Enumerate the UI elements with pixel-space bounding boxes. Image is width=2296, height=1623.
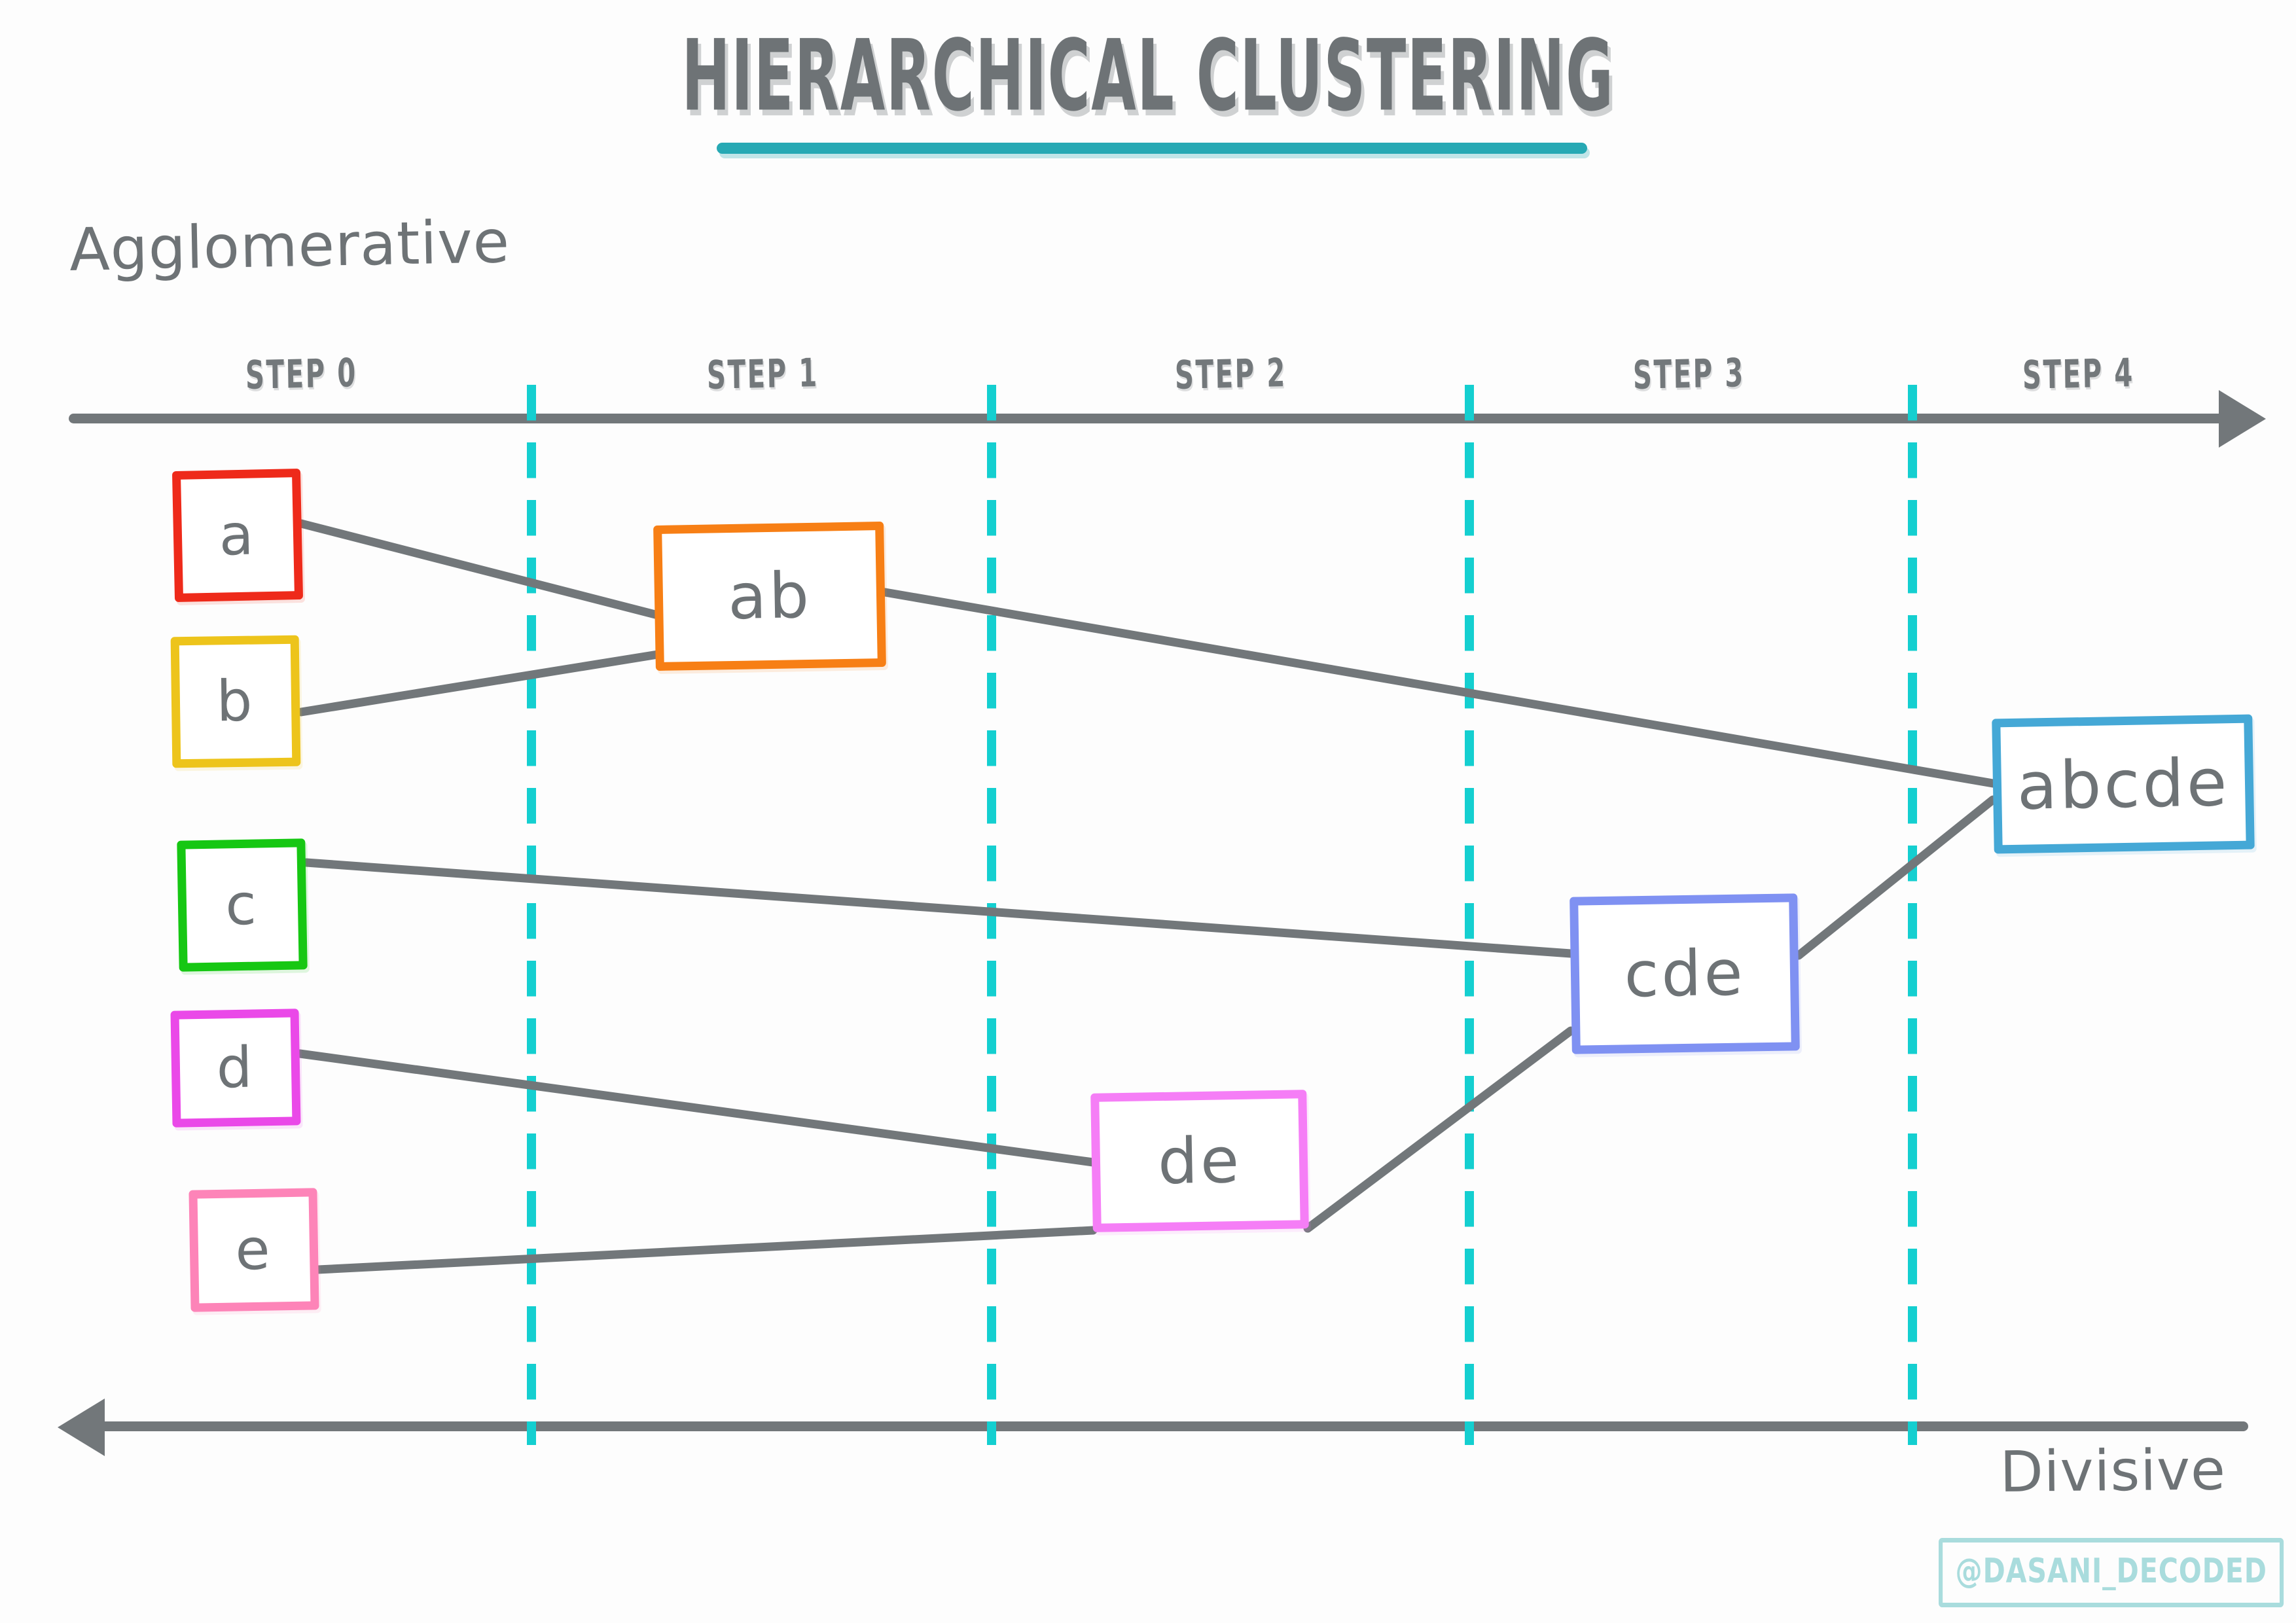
link-ab-to-abcde [880, 588, 1998, 788]
step-label-4: STEP 4 [2022, 351, 2135, 399]
cluster-node-de[interactable]: de [1090, 1090, 1309, 1232]
step-label-2: STEP 2 [1174, 351, 1287, 399]
title-underline [717, 143, 1587, 154]
cluster-node-label-a: a [218, 502, 257, 569]
cluster-node-cde[interactable]: cde [1570, 893, 1800, 1054]
step-label-0: STEP 0 [245, 351, 358, 399]
agglomerative-label: Agglomerative [69, 207, 511, 285]
cluster-node-c[interactable]: c [177, 838, 308, 972]
link-e-to-de [314, 1226, 1098, 1274]
step-divider-1 [987, 385, 996, 1445]
cluster-node-label-d: d [215, 1035, 256, 1101]
cluster-node-label-e: e [234, 1217, 274, 1283]
arrow-left-icon [58, 1399, 105, 1456]
step-label-3: STEP 3 [1632, 351, 1746, 399]
step-label-1: STEP 1 [706, 351, 819, 399]
cluster-node-label-abcde: abcde [2016, 743, 2231, 825]
cluster-node-label-b: b [216, 668, 255, 735]
step-divider-0 [527, 385, 536, 1445]
cluster-node-label-de: de [1157, 1123, 1242, 1199]
cluster-node-ab[interactable]: ab [653, 521, 886, 671]
cluster-node-b[interactable]: b [170, 635, 301, 768]
step-divider-2 [1465, 385, 1474, 1445]
cluster-node-abcde[interactable]: abcde [1992, 714, 2255, 854]
divisive-axis [69, 1421, 2248, 1431]
link-c-to-cde [302, 858, 1575, 958]
link-b-to-ab [296, 650, 662, 717]
cluster-node-label-c: c [224, 872, 260, 938]
agglomerative-axis [69, 414, 2235, 423]
page-title: HIERARCHICAL CLUSTERING [681, 20, 1615, 134]
link-de-to-cde [1303, 1026, 1575, 1233]
cluster-node-d[interactable]: d [170, 1008, 301, 1128]
divisive-label: Divisive [2000, 1437, 2227, 1505]
step-divider-3 [1908, 385, 1917, 1445]
link-d-to-de [295, 1049, 1098, 1167]
link-cde-to-abcde [1794, 795, 1998, 960]
cluster-node-label-ab: ab [727, 558, 812, 634]
watermark: @DASANI_DECODED [1939, 1538, 2284, 1607]
cluster-node-e[interactable]: e [188, 1188, 319, 1312]
cluster-node-a[interactable]: a [171, 468, 304, 603]
link-a-to-ab [296, 519, 662, 620]
arrow-right-icon [2219, 390, 2266, 448]
cluster-node-label-cde: cde [1623, 936, 1746, 1012]
